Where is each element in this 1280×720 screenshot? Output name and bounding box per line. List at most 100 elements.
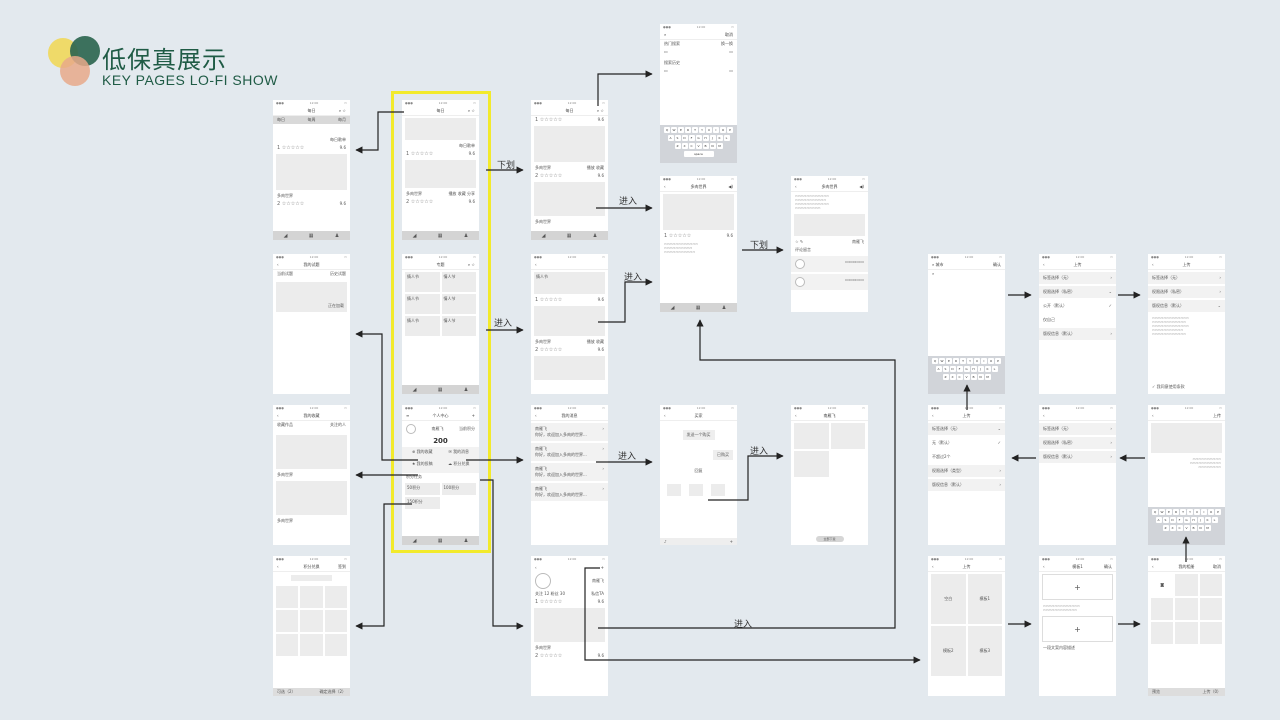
add-icon[interactable]: +: [471, 413, 475, 418]
screen-my-history[interactable]: ●●●12:00▭ ‹我的试题 当前试题 历史试题 正在加载: [273, 254, 350, 394]
screen-detail-comments[interactable]: ●●●12:00▭ ‹多肉世界◀) ▭▭▭▭▭▭▭▭▭▭▭▭▭▭▭▭▭▭▭▭▭▭…: [791, 176, 868, 312]
screen-chat[interactable]: ●●●12:00▭ ‹买家 发送一个购买 已购买 回复 ♪+: [660, 405, 737, 545]
message-item[interactable]: 南雁飞你好，欢迎加入多肉的世界...›: [531, 423, 608, 441]
arrow-user-upload: [584, 567, 921, 664]
tab-daily[interactable]: 每日: [277, 117, 285, 122]
back-icon[interactable]: ‹: [1043, 564, 1045, 569]
camera-icon[interactable]: ◙: [1151, 574, 1174, 596]
tab-following[interactable]: 关注的人: [330, 422, 346, 427]
search-icon[interactable]: ⌕ ☆: [467, 108, 475, 113]
screen-upload-grid[interactable]: ●●●12:00▭ ‹上传 空白 模板1 模板2 模板3: [928, 556, 1005, 696]
add-icon[interactable]: +: [1042, 616, 1113, 642]
grid-icon: ▦: [437, 386, 443, 393]
back-icon[interactable]: ‹: [1152, 413, 1154, 418]
topic-card[interactable]: 情人节: [441, 272, 476, 292]
section-title: 每日歌单: [330, 137, 346, 142]
back-icon[interactable]: ‹: [1043, 413, 1045, 418]
screen-gallery[interactable]: ●●●12:00▭ ‹南雁飞 全部下载: [791, 405, 868, 545]
add-icon[interactable]: +: [600, 564, 604, 570]
topic-card[interactable]: 情人节: [405, 294, 440, 314]
screen-my-collect[interactable]: ●●●12:00▭ ‹我的收藏 收藏作品 关注的人 多肉世界 多肉世界: [273, 405, 350, 545]
message-item[interactable]: 南雁飞你好，欢迎加入多肉的世界...›: [531, 483, 608, 501]
search-icon[interactable]: ⌕: [664, 32, 667, 37]
screen-upload-perm[interactable]: ●●●12:00▭ ‹ 标签选择（无）› 权限选择（私密）› 版权信息（默认）›: [1039, 405, 1116, 545]
speaker-icon[interactable]: ◀): [859, 184, 864, 189]
tab-current[interactable]: 当前试题: [277, 271, 293, 276]
speaker-icon[interactable]: ◀): [728, 184, 733, 189]
topic-card[interactable]: 情人节: [405, 272, 440, 292]
back-icon[interactable]: ‹: [664, 184, 666, 189]
chart-icon: ◢: [412, 232, 417, 239]
back-icon[interactable]: ‹: [535, 413, 537, 418]
message-item[interactable]: 南雁飞你好，欢迎加入多肉的世界...›: [531, 443, 608, 461]
message-item[interactable]: 南雁飞你好，欢迎加入多肉的世界...›: [531, 463, 608, 481]
search-icon[interactable]: ⌕ 城市: [932, 261, 944, 267]
tab-history[interactable]: 历史试题: [330, 271, 346, 276]
tab-works[interactable]: 收藏作品: [277, 422, 293, 427]
back-icon[interactable]: ‹: [277, 262, 279, 267]
tab-bar[interactable]: ◢▦♟: [531, 231, 608, 240]
screen-home[interactable]: ●●●12:00▭ 每日⌕ ☆ 每日歌单 1 ☆☆☆☆☆9.6 多肉世界播放 收…: [402, 100, 479, 240]
screen-upload-form[interactable]: ●●●12:00▭ ‹上传 标签选择（无）⌄ 无（默认）✓ 不超过2个 权限选择…: [928, 405, 1005, 545]
star-icon[interactable]: ★ 我的投稿: [411, 461, 433, 466]
tab-bar[interactable]: ◢▦♟: [402, 385, 479, 394]
tab-weekly[interactable]: 每周: [307, 117, 316, 122]
screen-home-pulled[interactable]: ●●●12:00▭ 每日⌕ ☆ 1 ☆☆☆☆☆9.6 多肉世界播放 收藏 2 ☆…: [531, 100, 608, 240]
menu-icon[interactable]: ≡: [406, 413, 410, 418]
user-icon: ♟: [463, 232, 469, 239]
back-icon[interactable]: ‹: [795, 184, 797, 189]
back-icon[interactable]: ‹: [664, 413, 666, 418]
screen-points-shop[interactable]: ●●●12:00▭ ‹积分兑换签到 可选（2） 确定选择（2）: [273, 556, 350, 696]
back-icon[interactable]: ‹: [277, 413, 279, 418]
add-icon[interactable]: +: [729, 539, 733, 544]
checkbox[interactable]: ✓ 我同意使用条款: [1152, 384, 1185, 389]
tab-bar[interactable]: ◢▦♟: [402, 231, 479, 240]
back-icon[interactable]: ‹: [1043, 262, 1045, 267]
search-icon[interactable]: ⌕ ☆: [338, 108, 346, 113]
tab-bar[interactable]: ◢▦♟: [402, 536, 479, 545]
screen-daily-small[interactable]: ●●●12:00▭ 每日⌕ ☆ 每日 每周 每月 每日歌单 1 ☆☆☆☆☆9.6…: [273, 100, 350, 240]
back-icon[interactable]: ‹: [535, 262, 537, 267]
topic-card[interactable]: 情人节: [441, 294, 476, 314]
tab-monthly[interactable]: 每月: [338, 117, 346, 122]
back-icon[interactable]: ‹: [277, 564, 279, 569]
screen-topic[interactable]: ●●●12:00▭ 专题⌕ ☆ 情人节 情人节 情人节 情人节 情人节 情人节 …: [402, 254, 479, 394]
screen-messages[interactable]: ●●●12:00▭ ‹我的消息 南雁飞你好，欢迎加入多肉的世界...› 南雁飞你…: [531, 405, 608, 545]
topic-card[interactable]: 情人节: [405, 316, 440, 336]
back-icon[interactable]: ‹: [1152, 262, 1154, 267]
back-icon[interactable]: ‹: [535, 564, 537, 570]
back-icon[interactable]: ‹: [932, 413, 934, 418]
points-value: 200: [433, 437, 448, 445]
mic-icon[interactable]: ♪: [664, 539, 667, 544]
back-icon[interactable]: ‹: [795, 413, 797, 418]
label-enter: 进入: [494, 319, 513, 329]
tab-bar[interactable]: ◢▦♟: [660, 303, 737, 312]
topic-card[interactable]: 情人节: [441, 316, 476, 336]
message-icon[interactable]: ✉ 我的消息: [448, 449, 470, 454]
screen-upload-tags[interactable]: ●●●12:00▭ ‹上传 标签选择（无）› 权限选择（私密）› 版权信息（默认…: [1148, 254, 1225, 394]
screen-my-album[interactable]: ●●●12:00▭ ‹我的相册取消 ◙ 预览 上传（0）: [1148, 556, 1225, 696]
add-icon[interactable]: +: [1042, 574, 1113, 600]
back-icon[interactable]: ‹: [932, 564, 934, 569]
search-icon[interactable]: ⌕ ☆: [467, 262, 475, 267]
back-icon[interactable]: ‹: [1152, 564, 1154, 569]
screen-profile[interactable]: ●●●12:00▭ ≡个人中心+ 南雁飞当前积分 200 ⊕ 我的收藏 ✉ 我的…: [402, 405, 479, 545]
screen-item-detail[interactable]: ●●●12:00▭ ‹多肉世界◀) 1 ☆☆☆☆☆9.6 ▭▭▭▭▭▭▭▭▭▭▭…: [660, 176, 737, 312]
tab-bar[interactable]: ◢▦♟: [273, 231, 350, 240]
screen-upload-text[interactable]: ●●●12:00▭ ‹上传 ▭▭▭▭▭▭▭▭▭▭▭▭▭▭▭▭▭▭▭▭▭▭▭▭▭▭…: [1148, 405, 1225, 545]
download-button[interactable]: 全部下载: [815, 536, 844, 542]
collect-icon[interactable]: ⊕ 我的收藏: [411, 449, 433, 454]
screen-upload-select[interactable]: ●●●12:00▭ ‹上传 标签选择（无）› 权限选择（私密）⌄ 公开（默认）✓…: [1039, 254, 1116, 394]
cloud-icon[interactable]: ☁ 积分兑换: [448, 461, 470, 466]
screen-topic-detail[interactable]: ●●●12:00▭ ‹ 情人节 1 ☆☆☆☆☆9.6 多肉世界播放 收藏 2 ☆…: [531, 254, 608, 394]
search-icon[interactable]: ⌕ ☆: [596, 108, 604, 113]
page-title: 低保真展示: [102, 46, 227, 74]
avatar: [406, 424, 416, 434]
